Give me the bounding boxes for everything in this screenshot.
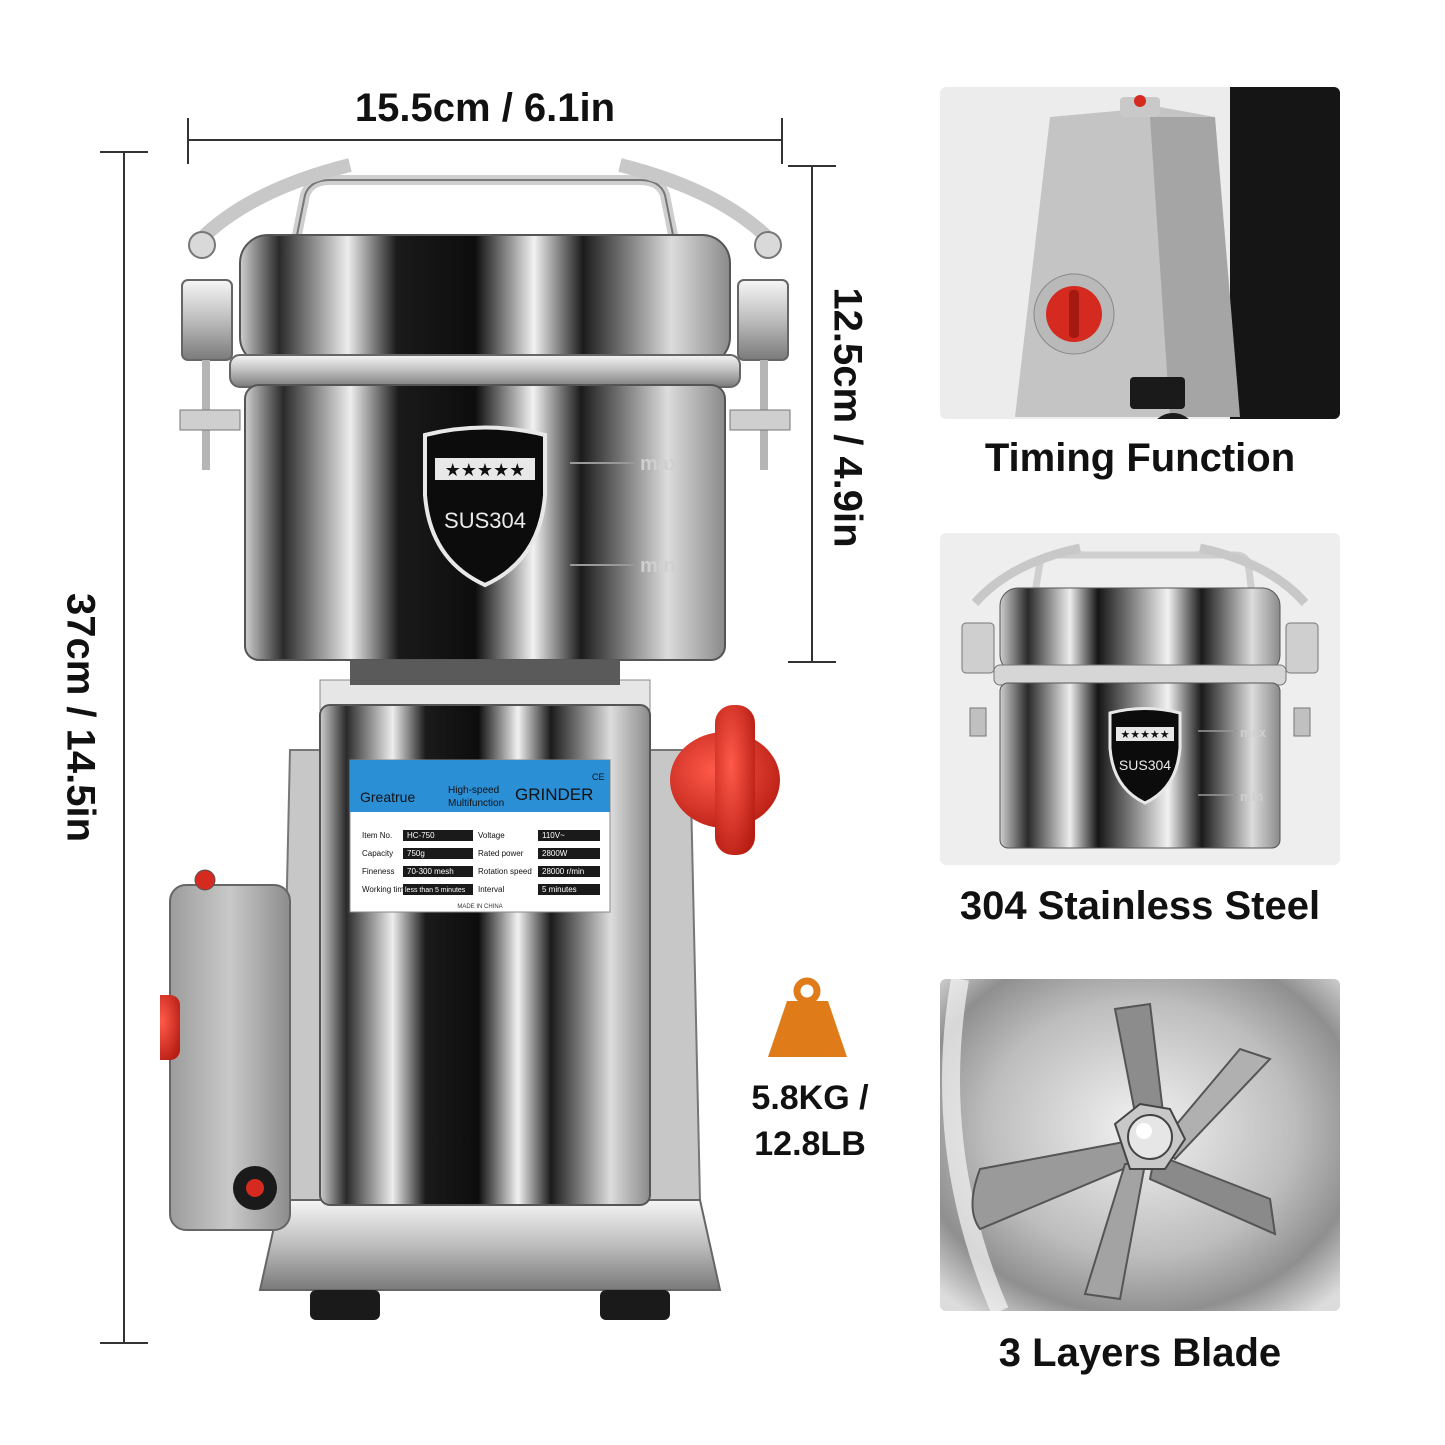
spec-value: 28000 r/min — [542, 867, 584, 876]
width-dimension-label: 15.5cm / 6.1in — [354, 86, 616, 130]
spec-label: Working time — [362, 885, 409, 894]
weight-value: 5.8KG / 12.8LB — [735, 1075, 885, 1167]
weight-icon — [768, 977, 847, 1057]
spec-value: HC-750 — [407, 831, 435, 840]
blade-closeup-image — [940, 979, 1340, 1311]
nameplate-brand: Greatrue — [360, 789, 415, 805]
spec-label: Rated power — [478, 849, 524, 858]
feature-caption-stainless: 304 Stainless Steel — [959, 884, 1321, 928]
feature-panel-timing — [940, 87, 1340, 419]
feature-caption-timing: Timing Function — [984, 436, 1296, 480]
height-dimension-label: 37cm / 14.5in — [58, 592, 103, 843]
spec-value: 2800W — [542, 849, 568, 858]
spec-value: 70-300 mesh — [407, 867, 454, 876]
spec-label: Fineness — [362, 867, 394, 876]
cup-marking: SUS304 — [444, 508, 526, 533]
svg-text:★★★★★: ★★★★★ — [445, 460, 526, 480]
timer-closeup-image — [1015, 87, 1340, 419]
nameplate-ce: CE — [592, 772, 605, 782]
min-mark: min — [1240, 789, 1263, 804]
spec-label: Capacity — [362, 849, 393, 858]
spec-value: less than 5 minutes — [405, 887, 466, 894]
nameplate-tagline-2: Multifunction — [448, 798, 504, 809]
cup-height-dimension-label: 12.5cm / 4.9in — [825, 287, 870, 548]
grinder-product-image: ★★★★★ SUS304 max min Greatrue High-speed… — [160, 158, 791, 1320]
spec-label: Voltage — [478, 831, 505, 840]
spec-label: Interval — [478, 885, 504, 894]
svg-text:★★★★★: ★★★★★ — [1120, 729, 1169, 741]
min-mark: min — [640, 555, 676, 577]
nameplate-made-in: MADE IN CHINA — [457, 904, 502, 910]
feature-panel-blade — [940, 979, 1340, 1311]
weight-line-2: 12.8LB — [754, 1125, 866, 1163]
spec-label: Item No. — [362, 831, 392, 840]
nameplate-tagline-1: High-speed — [448, 785, 499, 796]
cup-closeup-image: ★★★★★ SUS304 max min — [961, 543, 1319, 849]
weight-line-1: 5.8KG / — [751, 1079, 869, 1117]
spec-value: 110V~ — [542, 831, 565, 840]
max-mark: max — [640, 453, 680, 475]
max-mark: max — [1240, 725, 1267, 740]
feature-panel-stainless: ★★★★★ SUS304 max min — [940, 533, 1340, 865]
spec-label: Rotation speed — [478, 867, 532, 876]
cup-marking: SUS304 — [1119, 757, 1171, 773]
spec-value: 5 minutes — [542, 885, 577, 894]
nameplate-title: GRINDER — [515, 785, 593, 804]
spec-value: 750g — [407, 849, 425, 858]
feature-caption-blade: 3 Layers Blade — [998, 1331, 1282, 1375]
